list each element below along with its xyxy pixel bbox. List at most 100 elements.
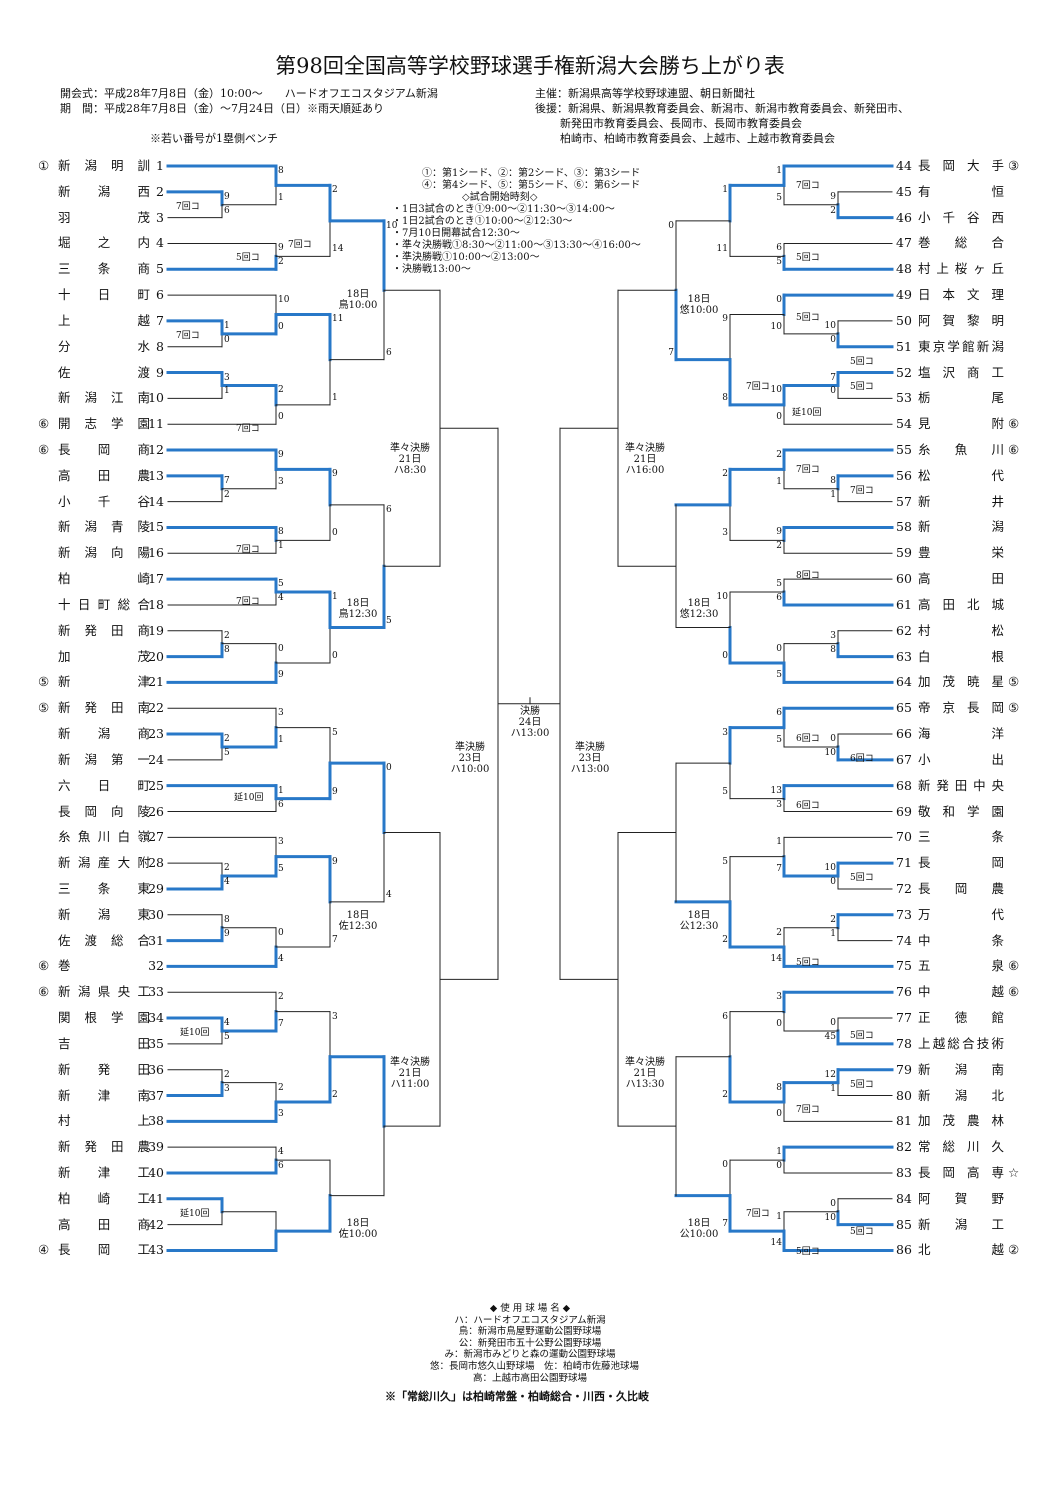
round-day: 18日 xyxy=(687,1218,711,1229)
team-number: 18 xyxy=(148,596,164,612)
seed-mark: ⑥ xyxy=(38,416,50,432)
score: 6 xyxy=(776,708,782,719)
score: 2 xyxy=(722,1089,728,1100)
game-note: 7回コ xyxy=(236,545,260,556)
team-name: 糸魚川白嶺 xyxy=(58,829,150,845)
score: 1 xyxy=(830,928,836,939)
round-day: 23日 xyxy=(458,753,482,764)
seed-mark: ⑥ xyxy=(1008,984,1020,1000)
score: 1 xyxy=(776,837,782,848)
score: 5 xyxy=(278,579,284,590)
score: 0 xyxy=(386,763,392,774)
team-name: 新潟北 xyxy=(918,1087,1004,1103)
round-time: 公10:00 xyxy=(679,1229,719,1240)
score: 0 xyxy=(776,643,782,654)
team-number: 66 xyxy=(896,726,912,742)
score: 4 xyxy=(224,1018,230,1029)
round-time: 鳥10:00 xyxy=(338,300,378,311)
round-time: ハ13:00 xyxy=(510,728,550,739)
seed-mark: ⑥ xyxy=(38,958,50,974)
team-number: 43 xyxy=(148,1242,164,1258)
game-note: 5回コ xyxy=(850,356,874,367)
team-name: 十日町 xyxy=(58,287,150,303)
team-number: 49 xyxy=(896,287,912,303)
team-number: 40 xyxy=(148,1164,164,1180)
team-number: 36 xyxy=(148,1061,164,1077)
score: 14 xyxy=(770,1238,782,1249)
team-number: 38 xyxy=(148,1113,164,1129)
score: 5 xyxy=(722,856,728,867)
team-number: 14 xyxy=(148,493,164,509)
team-number: 15 xyxy=(148,519,164,535)
team-name: 高田 xyxy=(918,571,1004,587)
team-name: 新井 xyxy=(918,493,1004,509)
score: 12 xyxy=(824,1069,836,1080)
start-time-3: ・7月10日開幕試合12:30～ xyxy=(392,228,520,239)
score: 2 xyxy=(278,257,284,268)
team-number: 25 xyxy=(148,777,164,793)
score: 10 xyxy=(716,592,728,603)
seed-mark: ③ xyxy=(1008,158,1020,173)
seed-mark: ⑥ xyxy=(38,442,50,458)
score: 10 xyxy=(278,295,290,306)
score: 10 xyxy=(770,321,782,332)
score: 1 xyxy=(278,785,284,796)
team-number: 86 xyxy=(896,1242,912,1258)
score: 0 xyxy=(722,651,728,662)
seed-mark: ⑥ xyxy=(1008,416,1020,432)
game-note: 7回コ xyxy=(176,330,200,341)
team-number: 21 xyxy=(148,674,164,690)
score: 1 xyxy=(776,1147,782,1158)
team-name: 新潟 xyxy=(918,519,1004,535)
team-number: 30 xyxy=(148,906,164,922)
seed-mark: ④ xyxy=(38,1242,50,1258)
score: 10 xyxy=(824,747,836,758)
team-number: 33 xyxy=(148,984,164,1000)
round-time: ハ8:30 xyxy=(393,465,427,476)
team-name: 長岡商 xyxy=(58,442,150,458)
game-note: 5回コ xyxy=(850,1226,874,1237)
team-number: 9 xyxy=(156,364,164,380)
team-number: 5 xyxy=(156,261,164,277)
score: 45 xyxy=(824,1031,836,1042)
team-name: 五泉 xyxy=(918,958,1004,974)
game-note: 7回コ xyxy=(288,240,312,251)
team-number: 56 xyxy=(896,467,912,483)
score: 3 xyxy=(722,528,728,539)
score: 7 xyxy=(830,372,836,383)
score: 10 xyxy=(824,1212,836,1223)
score: 5 xyxy=(278,864,284,875)
team-number: 67 xyxy=(896,751,912,767)
team-name: 小出 xyxy=(918,751,1004,767)
round-name: 準決勝 xyxy=(575,742,605,753)
round-day: 21日 xyxy=(398,454,422,465)
team-number: 52 xyxy=(896,364,912,380)
team-number: 64 xyxy=(896,674,912,690)
team-number: 20 xyxy=(148,648,164,664)
score: 2 xyxy=(830,205,836,216)
team-name: 加茂暁星 xyxy=(918,674,1004,690)
score: 3 xyxy=(278,1109,284,1120)
round-day: 24日 xyxy=(518,717,542,728)
team-name: 三条商 xyxy=(58,261,150,277)
team-name: 北越 xyxy=(918,1242,1004,1258)
team-number: 54 xyxy=(896,416,912,432)
